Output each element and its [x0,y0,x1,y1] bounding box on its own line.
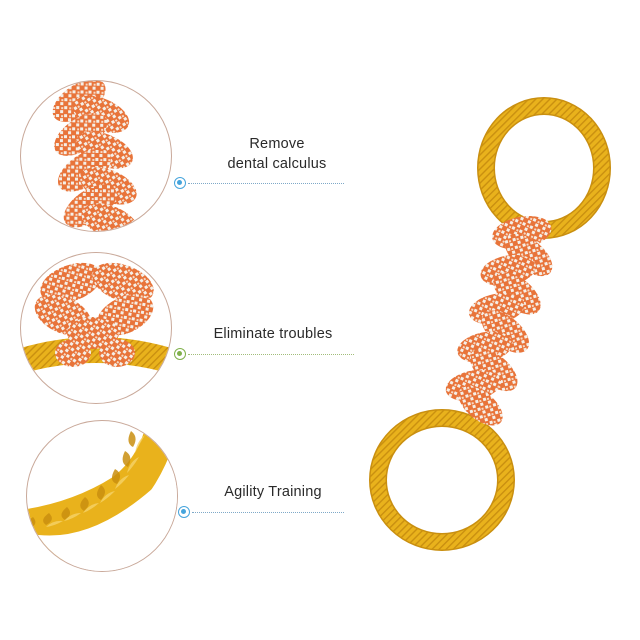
feature-label-eliminate-troubles: Eliminate troubles [168,324,378,344]
rope-ring-toy-product-image [369,97,611,551]
bullet-dot-icon [174,348,186,360]
rope-closeup-image [52,81,139,231]
bullet-dot-icon [174,177,186,189]
ring-closeup-circle [26,420,178,572]
dotted-leader-line [188,183,344,184]
rope-knot-closeup-circle [20,252,172,404]
feature-label-remove-dental-calculus: Remove dental calculus [172,134,382,174]
twisted-rope [445,215,553,426]
feature-label-line: Agility Training [224,484,322,500]
feature-label-line: Remove [249,136,305,152]
rope-knot-closeup-image [21,262,171,374]
feature-label-agility-training: Agility Training [168,482,378,502]
ring-closeup-image [27,421,177,571]
feature-label-line: Eliminate troubles [213,326,333,342]
dotted-leader-line [188,354,354,355]
dotted-leader-line [192,512,344,513]
rope-closeup-circle [20,80,172,232]
feature-label-line: dental calculus [227,156,327,172]
bullet-dot-icon [178,506,190,518]
